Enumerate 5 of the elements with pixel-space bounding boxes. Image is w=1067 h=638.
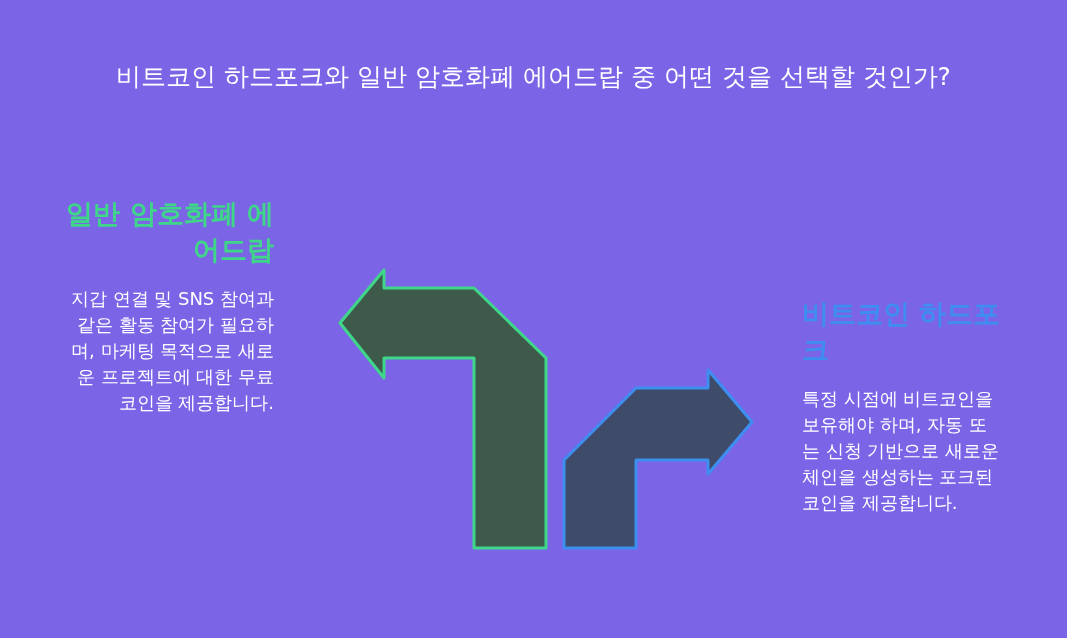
option-heading: 비트코인 하드포크 [802, 297, 1002, 367]
option-heading: 일반 암호화폐 에어드랍 [65, 197, 274, 267]
title: 비트코인 하드포크와 일반 암호화폐 에어드랍 중 어떤 것을 선택할 것인가? [115, 61, 952, 93]
option-description: 특정 시점에 비트코인을 보유해야 하며, 자동 또는 신청 기반으로 새로운 체인을 생성하는 포크된 코인을 제공합니다. [802, 387, 1001, 515]
option-description: 지갑 연결 및 SNS 참여과 같은 활동 참여가 필요하며, 마케팅 목적으로 새로운 프로젝트에 대한 무료 코인을 제공합니다. [69, 287, 274, 415]
